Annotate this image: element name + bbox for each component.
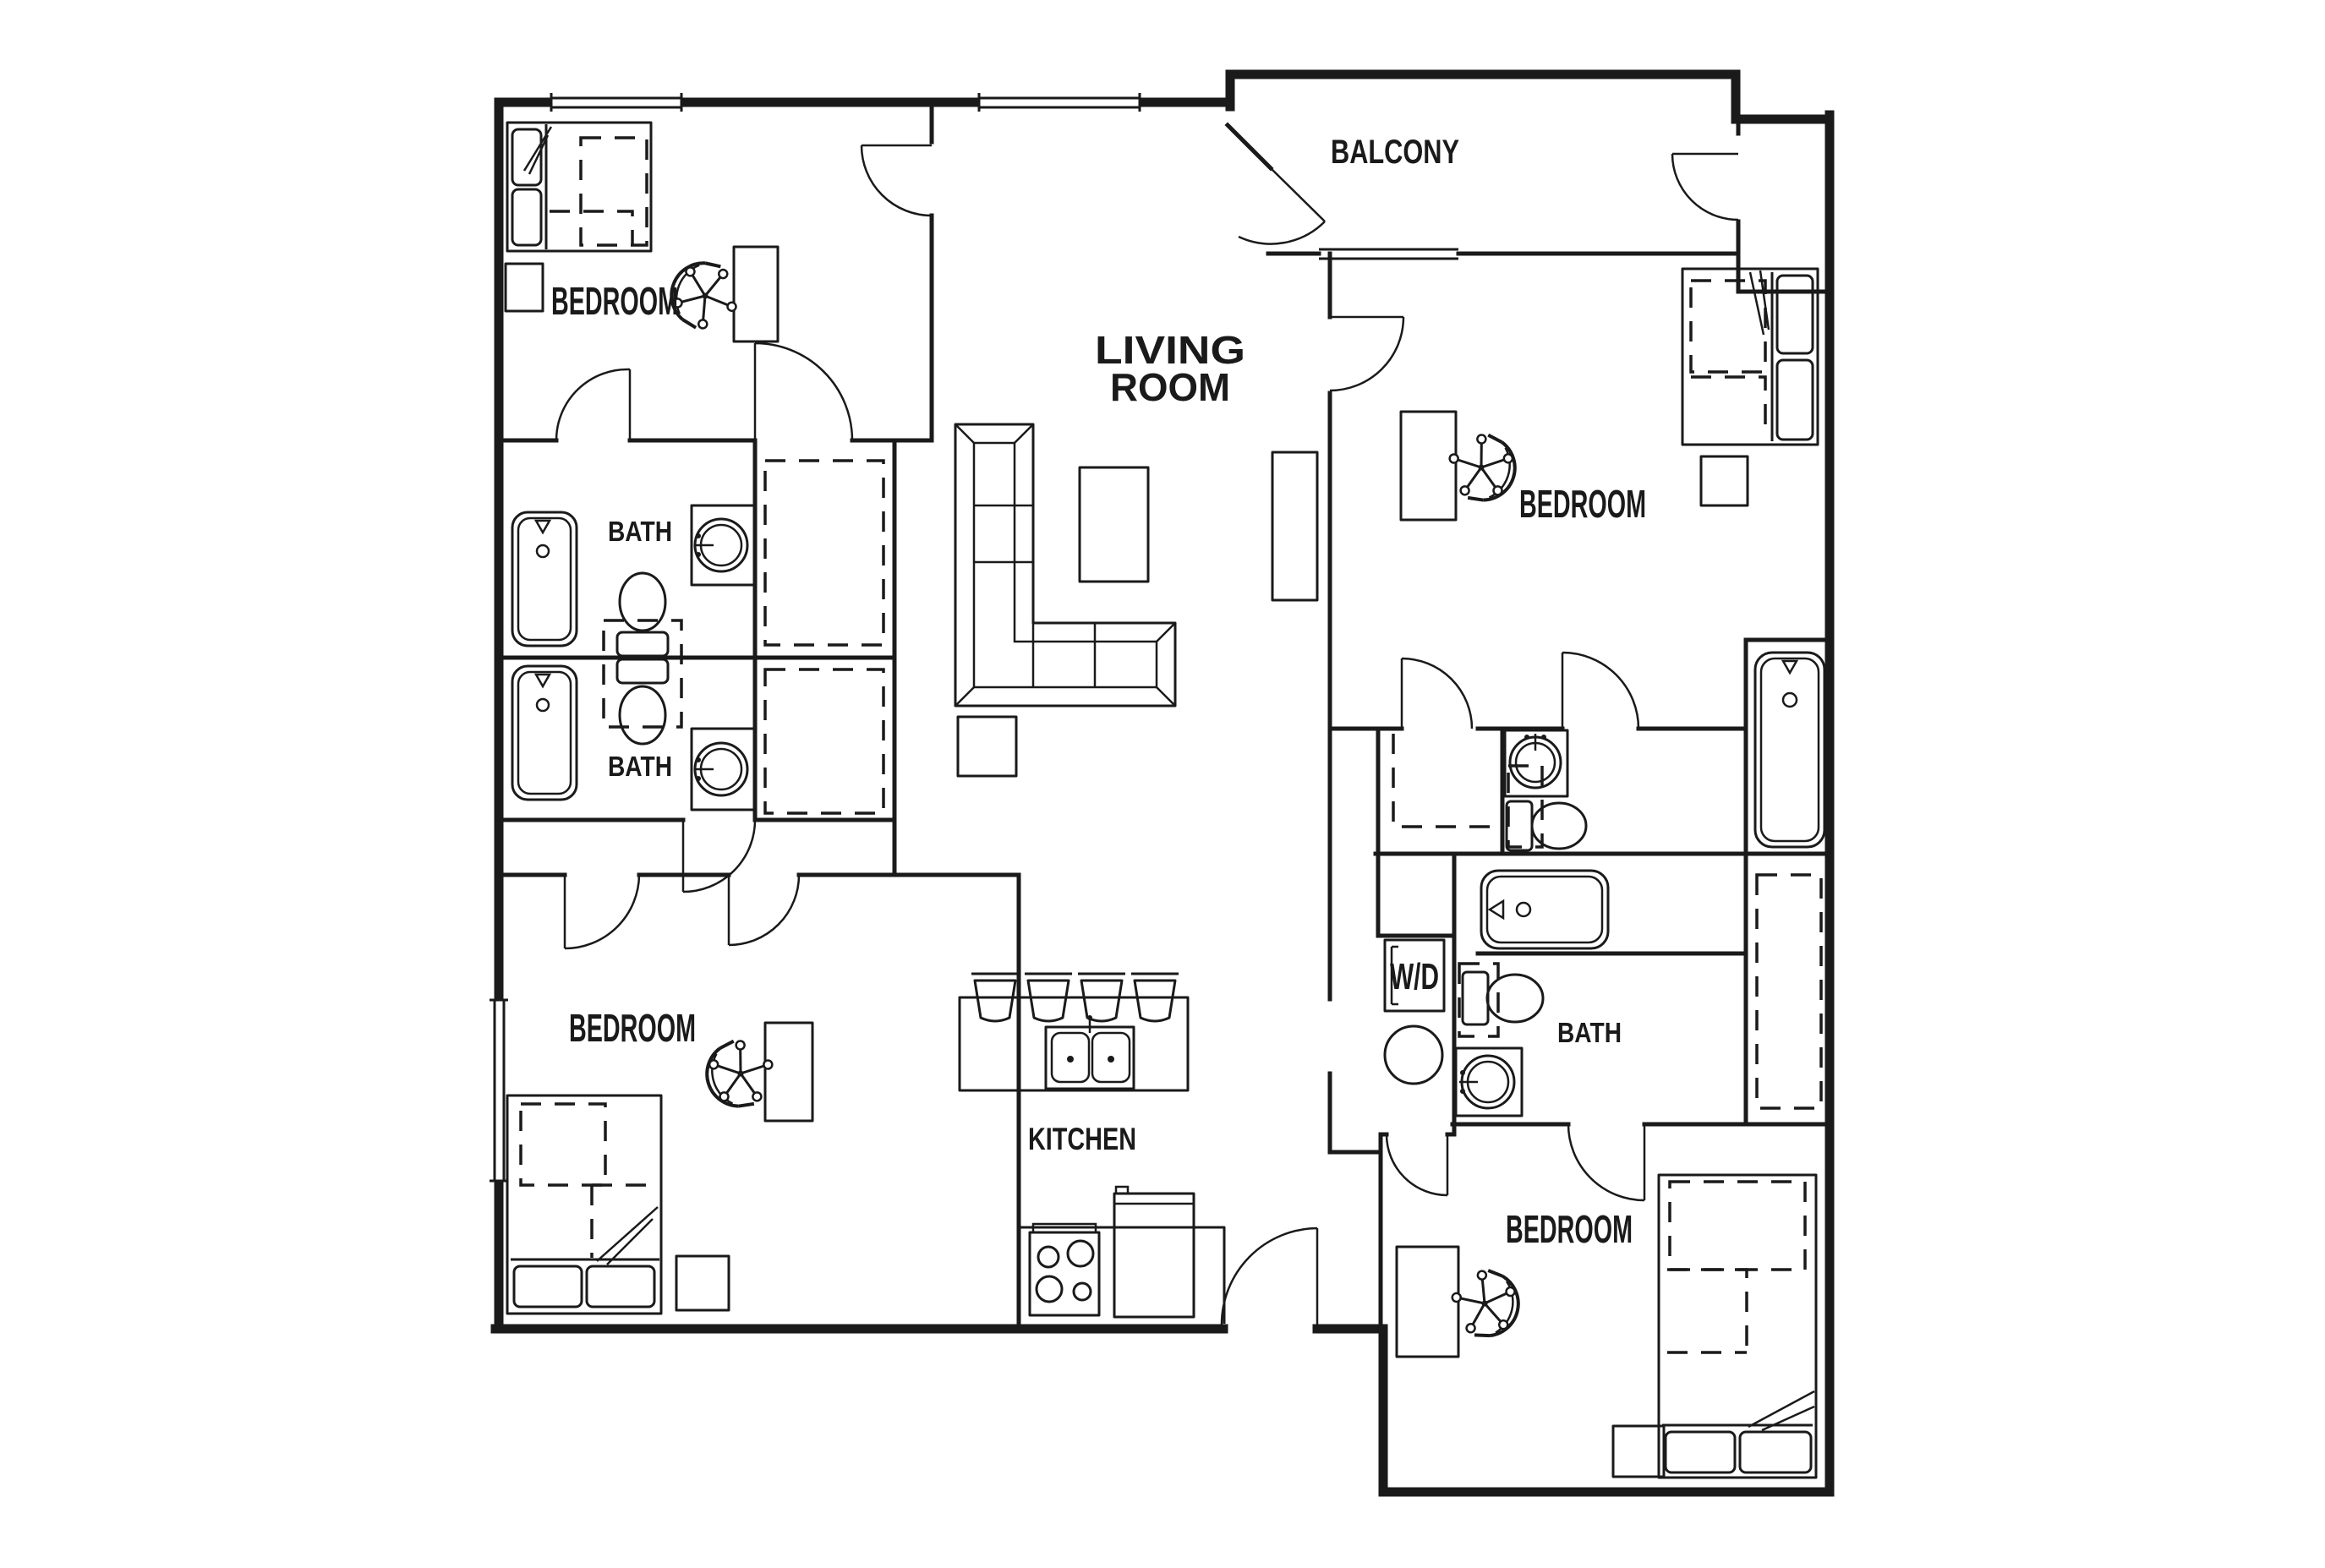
nightstand [675,1254,730,1312]
window-bedroom-top-left [551,93,681,112]
bathtub-icon [511,511,578,647]
room-label-bedroom-top-right: BEDROOM [1519,482,1646,526]
bathtub-icon [1480,869,1610,950]
toilet-clearance-dashes [602,619,683,729]
closet-rod-dashes [763,459,885,647]
sink-icon [690,727,757,811]
desk [763,1021,814,1123]
closet-rod-dashes [1755,873,1823,1110]
bed [506,1094,663,1315]
room-label-living-line1: LIVING [1095,328,1245,372]
room-label-bedroom-bottom-right: BEDROOM [1506,1207,1633,1251]
water-heater-icon [1383,1024,1444,1085]
closet-rod-dashes [763,668,885,815]
desk [732,245,780,343]
room-label-bedroom-top-left: BEDROOM [551,279,678,323]
room-label-bath-right: BATH [1557,1017,1622,1048]
bed [1657,1173,1818,1479]
desk [1395,1245,1460,1358]
end-table [956,715,1018,778]
toilet-clearance-dashes [1507,764,1544,849]
toilet-icon [615,571,670,658]
desk [1399,410,1458,522]
office-chair-icon [697,1030,785,1117]
closet-rod-dashes [1392,734,1496,828]
washer-dryer-box [1383,938,1446,1013]
room-label-bath-lower-left: BATH [608,751,672,782]
kitchen-island [958,996,1190,1092]
bed [506,121,653,253]
outer-walls [490,69,1835,1497]
tv-stand [1271,451,1319,602]
nightstand [504,262,544,313]
office-chair-icon [1437,423,1525,511]
room-label-washer-dryer: W/D [1390,956,1439,997]
coffee-table [1078,466,1150,583]
bathtub-icon [511,664,578,801]
bed [1681,267,1819,446]
window-living-room [979,93,1140,112]
room-label-living-line2: ROOM [1110,365,1230,409]
nightstand [1699,455,1749,507]
nightstand [1611,1424,1666,1478]
kitchen-counter [1019,1226,1226,1324]
room-label-bedroom-bottom-left: BEDROOM [569,1006,696,1050]
window-bedroom-bottom-left [490,1000,508,1181]
room-label-bath-upper-left: BATH [608,516,672,547]
door-arcs [555,144,1739,1326]
sink-icon [1503,729,1569,798]
toilet-icon [1505,800,1588,852]
room-label-kitchen: KITCHEN [1028,1122,1136,1156]
sink-icon [690,504,757,587]
room-label-balcony: BALCONY [1331,134,1459,171]
bathtub-icon [1753,651,1826,849]
room-labels: BEDROOM BATH BATH BEDROOM LIVING ROOM KI… [551,134,1646,1251]
toilet-icon [615,658,670,746]
stove-icon [1028,1222,1101,1317]
bar-stool-icon [971,972,1179,1023]
toilet-clearance-dashes [1458,962,1500,1038]
sink-icon [1454,1046,1524,1117]
fridge-icon [1113,1185,1195,1319]
sofa [954,423,1177,708]
windows [490,93,1141,1183]
toilet-icon [1461,970,1545,1026]
